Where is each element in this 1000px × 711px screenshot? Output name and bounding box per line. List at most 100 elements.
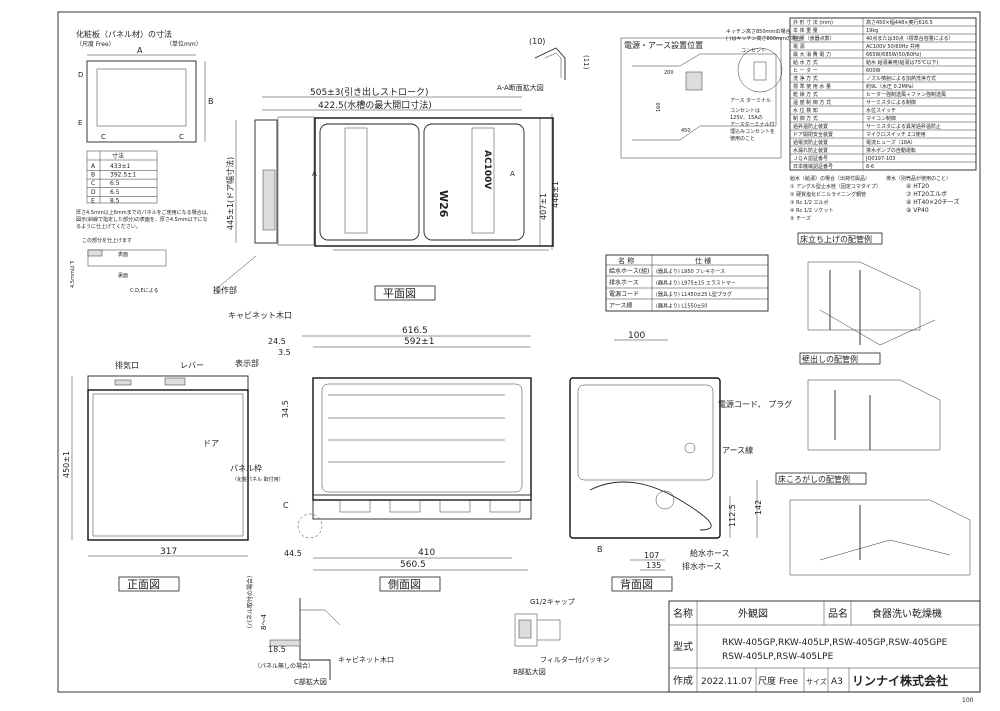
front-lever: レバー [180, 361, 204, 370]
panel-dim-45: 4.5mm以下 [70, 260, 76, 288]
pipe-item-supply: ① アングル型止水栓（固定コマタイプ） [790, 183, 881, 190]
panel-unit: （単位mm） [166, 40, 202, 48]
plan-depth-1: 407±1 [539, 193, 548, 220]
title-product-key: 品名 [828, 607, 848, 620]
panel-note-2: 図示(斜線で指定した部分)の表面を、厚さ4.5mm以下にな [76, 216, 208, 223]
hose-head-name: 名 称 [618, 256, 634, 265]
pipe-roll-title: 床ころがしの配管例 [778, 474, 850, 484]
back-cord: 電源コード、 プラグ [718, 399, 792, 409]
panel-note-4: この部分を仕上げます [82, 237, 132, 244]
spec-row-value: 665W/685W(50/60Hz) [866, 52, 921, 58]
plan-door-panel [254, 119, 278, 244]
side-body-outline [312, 377, 532, 501]
power-outlet-label: コンセント [741, 48, 766, 54]
spec-row-value: 給水 給湯兼用(給湯は75℃以下) [866, 59, 939, 66]
spec-row-key: 標 準 使 用 水 量 [793, 83, 831, 90]
title-scale-value: Free [779, 677, 799, 687]
plan-section-a2: A [510, 170, 515, 178]
spec-row-value: ヒーター強制送風＋ファン強制送風 [866, 91, 946, 98]
front-frame-note: （化粧パネル 取付用） [232, 476, 284, 483]
panel-dim-b: B [208, 97, 214, 106]
pipe-head-1: 給水（給湯）の場合（出荷付属品） [790, 175, 870, 182]
spec-row-value: サーミスタによる制御 [866, 99, 916, 106]
c-cabinet: キャビネット木口 [338, 655, 394, 664]
side-view: 616.5 592±1 24.5 3.5 34.5 44.5 410 560.5… [268, 326, 532, 592]
panel-inner [96, 68, 187, 127]
spec-row-value: 40点または30点（標準台容量による） [866, 35, 954, 42]
spec-row-key: 電 源 [793, 43, 805, 50]
spec-row-value: 高さ450×幅448×奥行616.5 [866, 19, 933, 26]
b-detail-label: B部拡大図 [513, 667, 546, 676]
back-body-outline [569, 377, 721, 539]
pipe-wall-title: 壁出しの配管例 [802, 354, 858, 364]
hose-row-spec: (器具より) L975±15 エラストマー [656, 281, 736, 287]
aa-section: (10) (11) A-A断面拡大図 [497, 37, 590, 92]
panel-row-key: C [91, 180, 95, 187]
power-dim-200: 200 [664, 70, 674, 76]
spec-row-key: 過昇温防止装置 [793, 123, 828, 130]
panel-title: 化粧板（パネル材）の寸法 [76, 29, 172, 39]
back-dim-1125: 112.5 [728, 504, 737, 527]
exhaust-icon [114, 379, 132, 386]
plan-door-width: 445±1(ドア幅寸法) [225, 157, 235, 230]
back-dim-100: 100 [628, 331, 645, 341]
piping-notes: 給水（給湯）の場合（出荷付属品） 排水（別売品が使用のこと） ① アングル型止水… [790, 175, 959, 222]
spec-row-key: ドア開閉安全装置 [793, 131, 833, 138]
pipe-item-drain: ⑨ VP40 [906, 207, 929, 214]
front-c-mark: C [283, 501, 289, 510]
plan-section-a1: A [312, 170, 317, 178]
power-note-5: 使用のこと [730, 135, 755, 142]
panel-row-value: 433±1 [110, 163, 130, 170]
spec-row-key: 容 量（食器点数） [793, 35, 835, 42]
pipe-item-supply: ④ Rc 1/2 ソケット [790, 207, 834, 214]
front-height: 450±1 [62, 451, 71, 478]
hose-row-spec: (器具より) L1550±50 [656, 304, 707, 310]
side-dim-35: 3.5 [278, 348, 291, 357]
title-name-key: 名称 [673, 607, 693, 620]
side-dim-445: 44.5 [284, 549, 302, 558]
power-outlet-detail [737, 47, 783, 93]
plan-view-label: 平面図 [383, 287, 416, 300]
pipe-item-drain: ⑦ HT20エルボ [906, 190, 947, 198]
outlet-icon [753, 61, 767, 81]
spec-row-value: 水位スイッチ [866, 107, 896, 114]
front-door-inner [92, 393, 244, 537]
panel-outline [86, 60, 197, 143]
spec-row-key: 制 御 方 式 [793, 115, 818, 122]
side-dim-560: 560.5 [400, 560, 426, 570]
spec-row-value: 排水ポンプの自動運転 [866, 147, 916, 154]
title-date: 2022.11.07 [701, 677, 753, 687]
plan-label-w26: W26 [437, 190, 450, 218]
hose-row-name: 給水ホース(組) [609, 267, 649, 275]
title-size-value: A3 [831, 677, 843, 687]
spec-row-key: 外 形 寸 法 (mm) [793, 19, 833, 26]
front-display: 表示部 [235, 358, 259, 368]
panel-dim-d: D [78, 71, 83, 79]
power-note-1: コンセントは [730, 108, 760, 114]
panel-row-value: 392.5±1 [110, 172, 136, 179]
title-size-key: サイズ [806, 677, 827, 686]
plan-body-outline [314, 117, 554, 247]
front-door-label: ドア [203, 439, 219, 448]
back-dim-107: 107 [644, 551, 659, 560]
spec-row-key: 温 度 制 御 方 式 [793, 99, 831, 106]
side-base [312, 494, 532, 520]
spec-row-key: 水漏れ防止装置 [793, 147, 828, 154]
b-packing: フィルター付パッキン [540, 655, 610, 664]
hose-row-name: アース線 [609, 302, 632, 310]
power-note-3: アースターミナル付 [730, 121, 774, 128]
spec-row-value: 19kg [866, 28, 878, 34]
plan-opening: 422.5(水槽の最大開口寸法) [318, 99, 432, 111]
title-product-value: 食器洗い乾燥機 [872, 607, 942, 620]
front-exhaust: 排気口 [115, 360, 139, 370]
spec-row-key: 水 位 検 知 [793, 107, 818, 114]
piping-examples: 床立ち上げの配管例 壁出しの配管例 床ころがしの配管例 [775, 232, 971, 576]
side-tub [321, 383, 523, 493]
spec-row-value: 8-6 [866, 164, 874, 170]
spec-row-value: サーミスタによる異常過昇温防止 [866, 123, 941, 130]
spec-row-key: 洗 浄 方 式 [793, 75, 818, 82]
spec-row-value: マイクロスイッチ 2コ使用 [866, 131, 926, 138]
plan-view: 505±3(引き出しストローク) 422.5(水槽の最大開口寸法) W26 AC… [213, 86, 560, 301]
spec-row-value: 600W [866, 68, 881, 74]
